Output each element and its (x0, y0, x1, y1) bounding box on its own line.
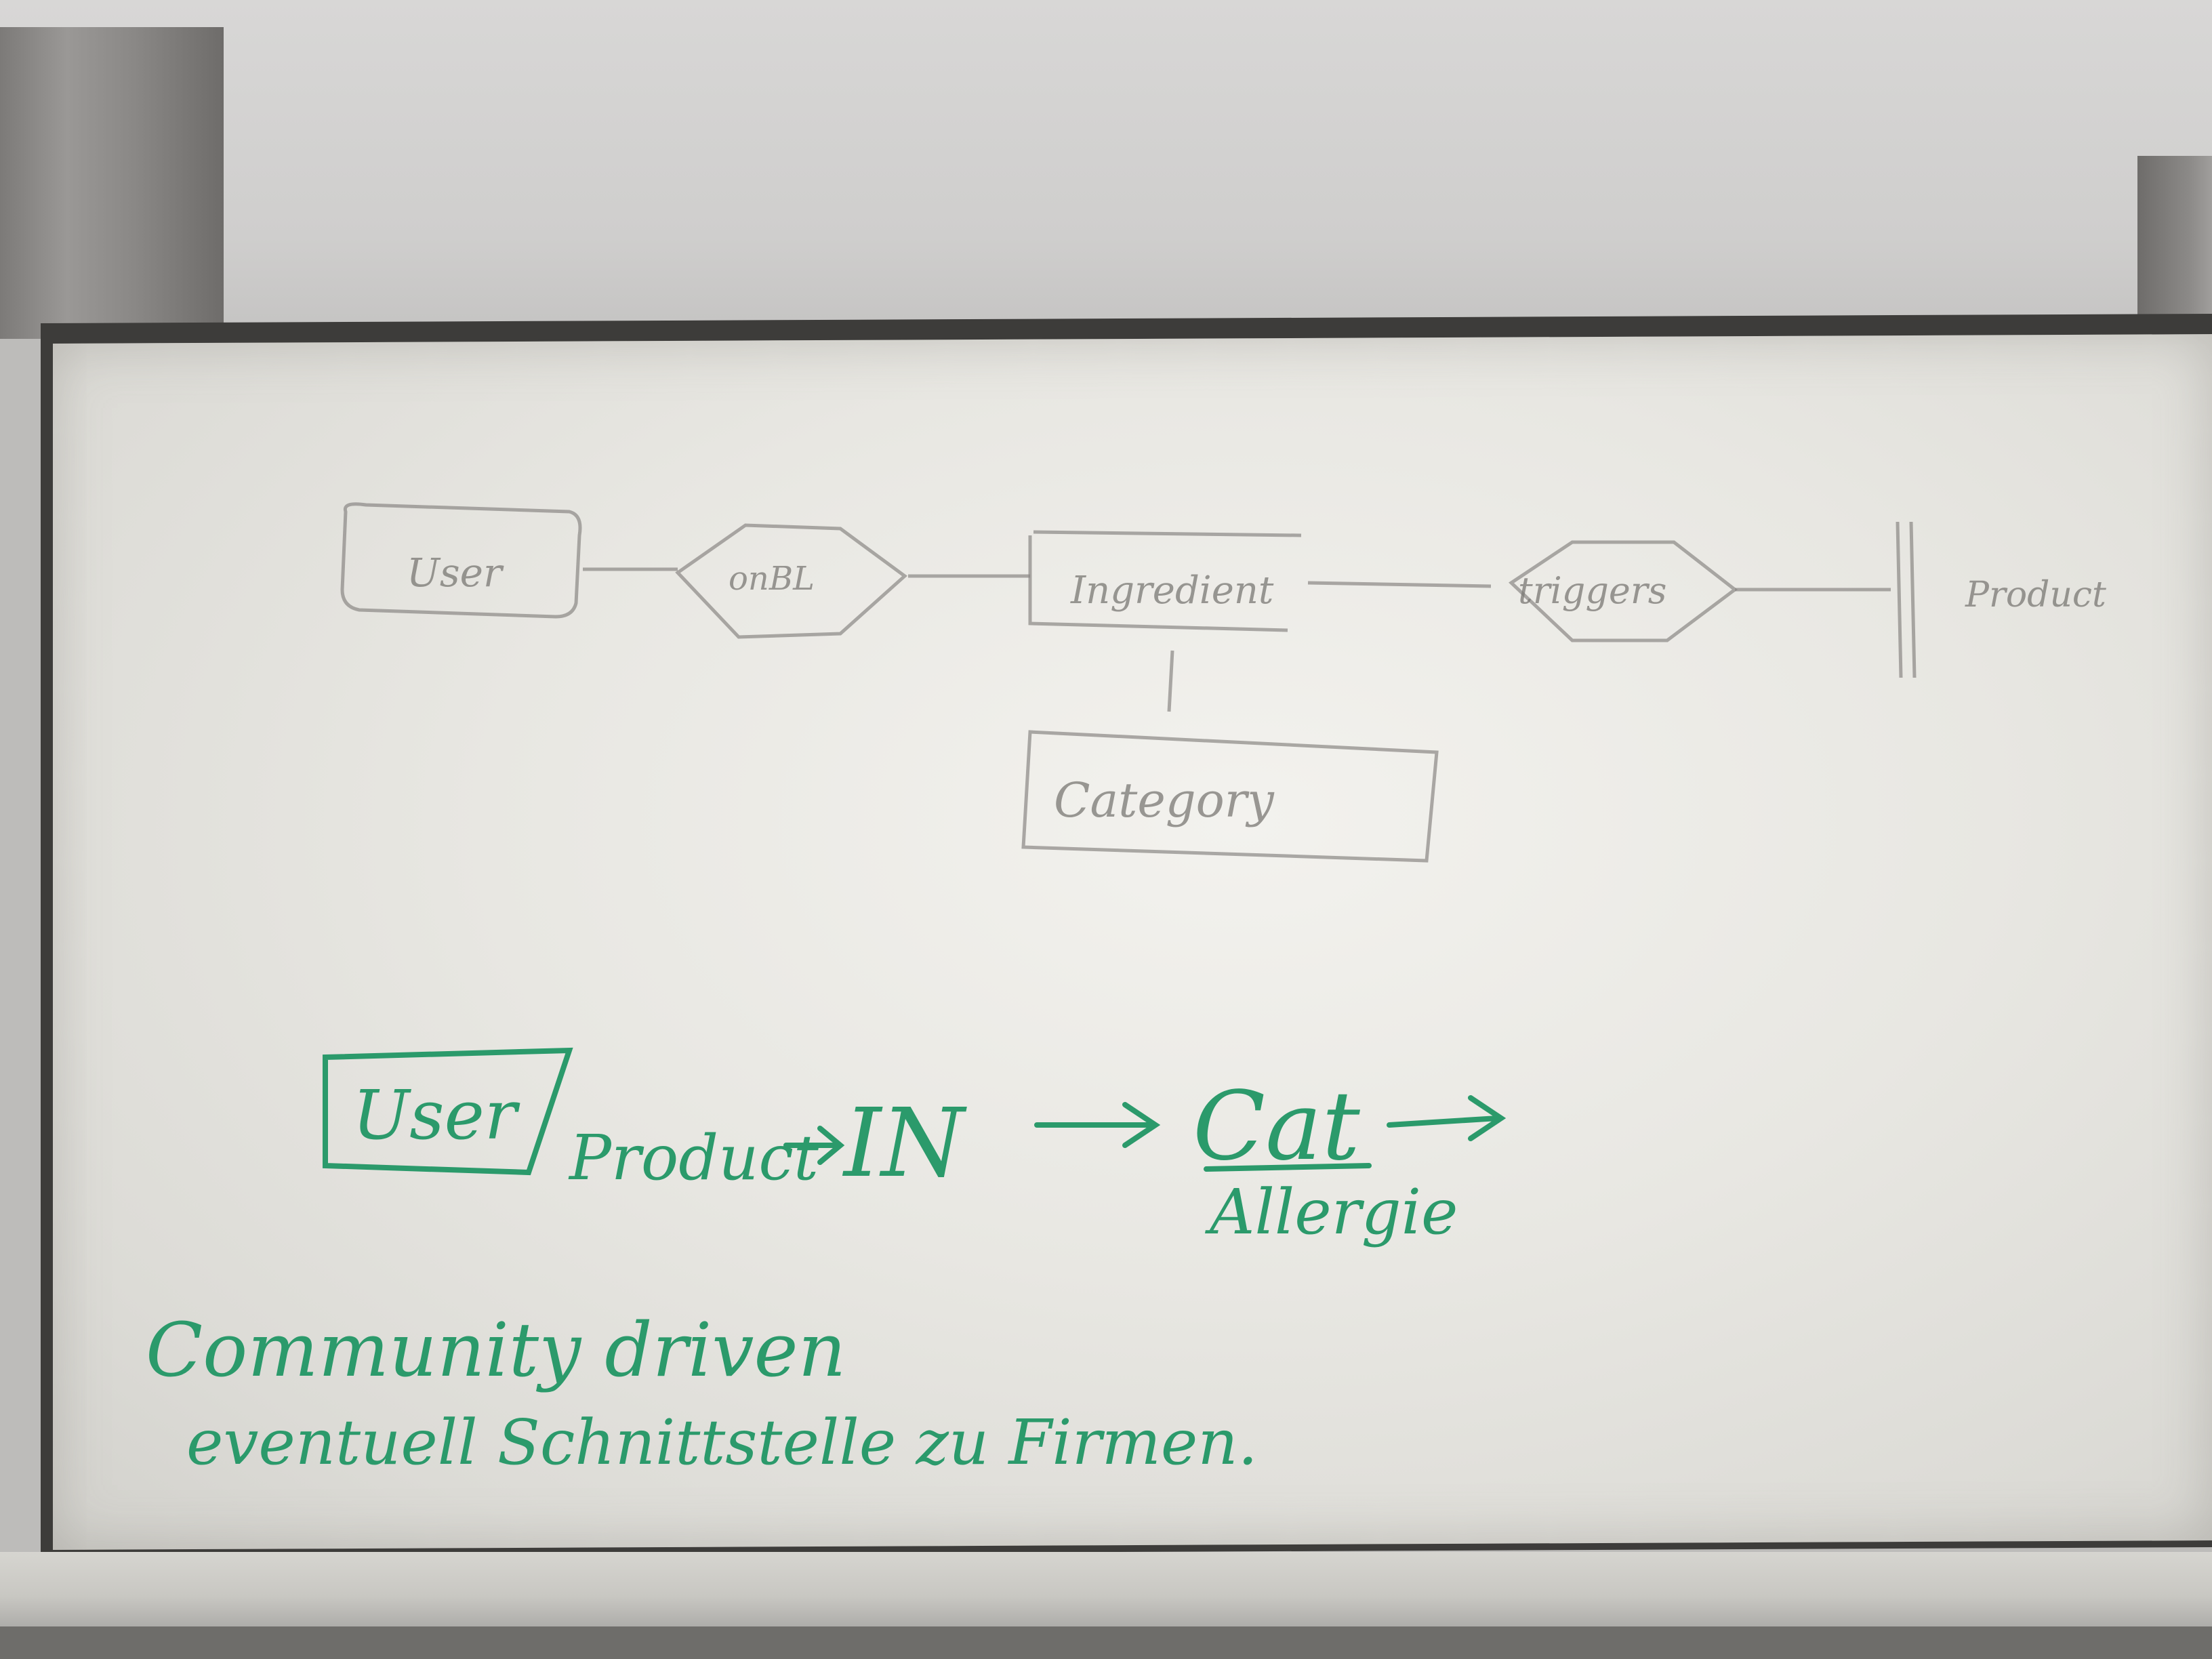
entity-ingredient-label: Ingredient (1070, 569, 1274, 613)
arrow-icon (1387, 1095, 1507, 1141)
connector-line (1167, 650, 1174, 712)
relation-one-label: onBL (729, 560, 815, 598)
note-line-one: Community driven (146, 1307, 846, 1393)
entity-category-box (1021, 730, 1439, 863)
relation-two-label: triggers (1518, 569, 1666, 612)
entity-user-label: User (407, 550, 504, 596)
marker-tray (0, 1552, 2212, 1626)
note-line-two: eventuell Schnittstelle zu Firmen. (186, 1406, 1258, 1479)
flow-allergy-label: Allergie (1204, 1176, 1458, 1248)
entity-product-box (1896, 521, 1917, 678)
right-cabinet (2137, 156, 2212, 325)
relation-diamond-one (675, 523, 907, 639)
flow-user-label: User (352, 1076, 520, 1155)
flow-user-box (323, 1047, 573, 1176)
arrow-icon (783, 1126, 845, 1165)
entity-product-label: Product (1965, 575, 2106, 615)
er-diagram: User onBL Ingredient triggers Product Ca… (340, 502, 2106, 863)
entity-user-box (340, 502, 582, 619)
left-cabinet (0, 27, 224, 339)
flow-in-label: IN (842, 1088, 967, 1199)
lower-edge (0, 1626, 2212, 1659)
notes: Community driven eventuell Schnittstelle… (146, 1307, 1258, 1479)
flow-cat-label: Cat (1193, 1071, 1361, 1182)
connector-line (1307, 581, 1492, 588)
arrow-icon (1034, 1102, 1161, 1148)
underline (1204, 1163, 1372, 1172)
entity-category-label: Category (1054, 773, 1275, 828)
wall (0, 0, 2212, 339)
entity-ingredient-box (1028, 530, 1302, 632)
flow-product-label: Product (568, 1122, 819, 1194)
flow-diagram: User Product IN Cat Allergie (323, 1047, 1507, 1248)
